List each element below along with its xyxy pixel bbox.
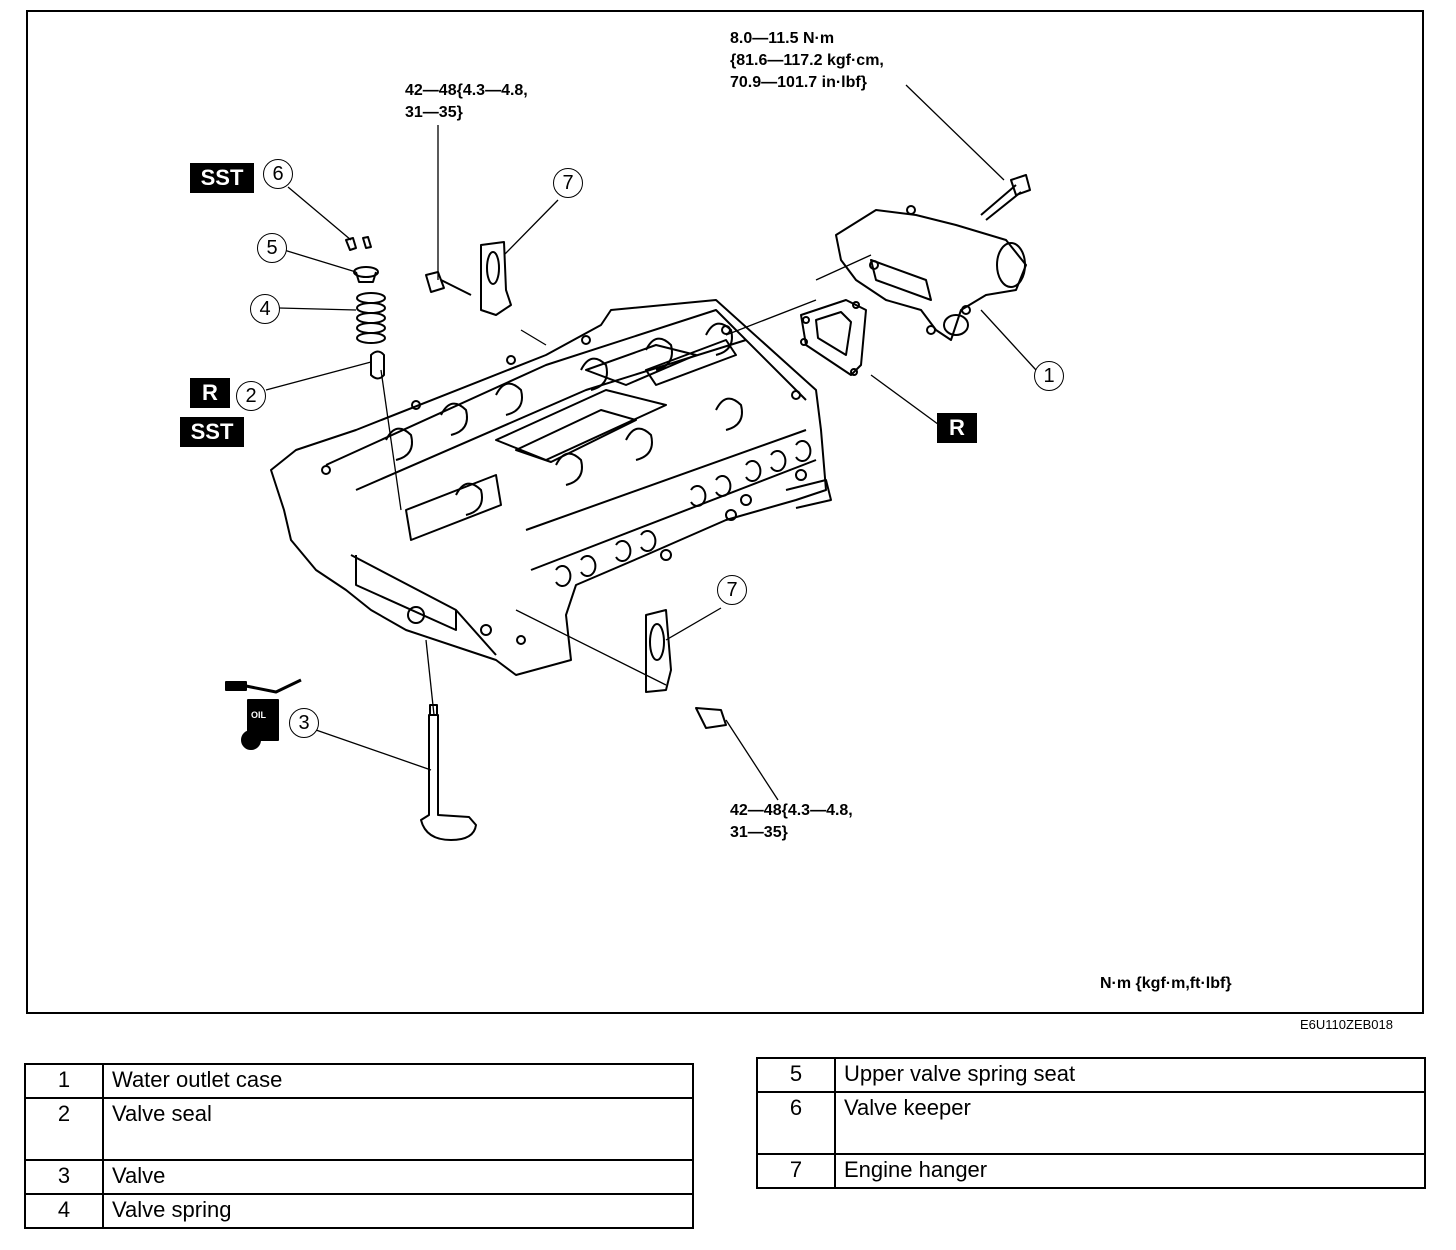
legend-row: 7 Engine hanger: [756, 1153, 1426, 1189]
legend-number: 1: [24, 1063, 104, 1099]
legend-part-name: Engine hanger: [834, 1153, 1426, 1189]
callout-6: 6: [263, 159, 293, 189]
sst-badge-top: SST: [190, 163, 254, 193]
legend-part-name: Valve: [102, 1159, 694, 1195]
leader-gasket-b: [815, 254, 872, 281]
upper-spring-seat-part: [353, 266, 379, 283]
leader-3: [315, 729, 432, 771]
engine-hanger-bottom-part: [645, 609, 727, 729]
cylinder-head-exploded-view: [225, 84, 1037, 841]
callout-3: 3: [289, 708, 319, 738]
legend-row: 2 Valve seal: [24, 1097, 694, 1161]
callout-5: 5: [257, 233, 287, 263]
leader-gasket: [725, 299, 817, 336]
leader-1: [980, 309, 1037, 371]
legend-number: 2: [24, 1097, 104, 1161]
leader-5: [283, 249, 357, 273]
legend-table-right: 5 Upper valve spring seat 6 Valve keeper…: [756, 1057, 1426, 1189]
legend-row: 4 Valve spring: [24, 1193, 694, 1229]
leader-4: [278, 307, 357, 311]
leader-3b: [425, 639, 435, 716]
callout-7-bottom: 7: [717, 575, 747, 605]
legend-row: 1 Water outlet case: [24, 1063, 694, 1099]
figure-code: E6U110ZEB018: [1300, 1017, 1393, 1032]
leader-hanger-a: [520, 329, 547, 346]
leader-7b: [665, 607, 722, 641]
oil-label: OIL: [251, 710, 266, 720]
legend-part-name: Upper valve spring seat: [834, 1057, 1426, 1093]
leader-2b: [380, 369, 402, 511]
leader-6: [287, 186, 352, 241]
valve-seal-part: [370, 350, 385, 380]
engine-hanger-top-part: [425, 241, 512, 316]
callout-2: 2: [236, 381, 266, 411]
legend-row: 5 Upper valve spring seat: [756, 1057, 1426, 1093]
leader-2: [265, 361, 372, 391]
callout-7-top: 7: [553, 168, 583, 198]
diagram-frame: [26, 10, 1424, 1014]
callout-1: 1: [1034, 361, 1064, 391]
valve-keeper-part: [345, 236, 372, 251]
cylinder-head: [270, 299, 832, 676]
r-badge-left: R: [190, 378, 230, 408]
legend-table-left: 1 Water outlet case 2 Valve seal 3 Valve…: [24, 1063, 694, 1229]
sst-badge-left: SST: [180, 417, 244, 447]
torque-label-bottom-bolt: 42—48{4.3—4.8, 31—35}: [730, 802, 853, 841]
callout-4: 4: [250, 294, 280, 324]
leader-water-outlet-bolt: [905, 84, 1005, 181]
leader-bottom-bolt: [725, 719, 779, 801]
units-note: N·m {kgf·m,ft·lbf}: [1100, 975, 1232, 992]
legend-row: 3 Valve: [24, 1159, 694, 1195]
legend-part-name: Water outlet case: [102, 1063, 694, 1099]
gasket-part: [800, 299, 867, 376]
r-badge-right: R: [937, 413, 977, 443]
legend-part-name: Valve spring: [102, 1193, 694, 1229]
leader-r-right: [870, 374, 947, 431]
legend-number: 4: [24, 1193, 104, 1229]
oil-can-icon: [225, 678, 302, 750]
legend-part-name: Valve keeper: [834, 1091, 1426, 1155]
valve-spring-part: [356, 292, 386, 344]
legend-part-name: Valve seal: [102, 1097, 694, 1161]
valve-part: [420, 704, 477, 841]
legend-number: 5: [756, 1057, 836, 1093]
leader-hanger-b: [515, 609, 667, 686]
legend-number: 3: [24, 1159, 104, 1195]
legend-number: 7: [756, 1153, 836, 1189]
torque-label-top-bolt: 42—48{4.3—4.8, 31—35}: [405, 82, 528, 121]
water-outlet-case-part: [835, 174, 1031, 341]
legend-row: 6 Valve keeper: [756, 1091, 1426, 1155]
legend-number: 6: [756, 1091, 836, 1155]
torque-label-water-outlet-bolt: 8.0—11.5 N·m {81.6—117.2 kgf·cm, 70.9—10…: [730, 30, 884, 91]
leader-7a: [503, 199, 559, 256]
